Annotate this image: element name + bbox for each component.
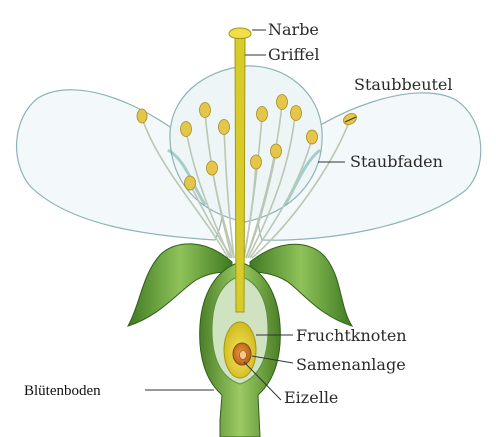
anther xyxy=(137,109,147,123)
label-samenanlage: Samenanlage xyxy=(296,355,406,374)
label-griffel: Griffel xyxy=(268,45,320,64)
label-bluetenboden: Blütenboden xyxy=(24,383,101,399)
label-staubfaden: Staubfaden xyxy=(350,152,443,171)
anther xyxy=(307,130,318,144)
anther xyxy=(200,103,211,118)
anther xyxy=(271,144,282,158)
label-staubbeutel: Staubbeutel xyxy=(354,75,453,94)
anther xyxy=(219,120,230,135)
anther xyxy=(291,106,302,121)
anther xyxy=(181,122,192,137)
anther xyxy=(277,95,288,110)
label-narbe: Narbe xyxy=(268,20,319,39)
anther xyxy=(207,161,218,175)
anther xyxy=(185,176,196,190)
label-eizelle: Eizelle xyxy=(284,388,338,407)
egg-cell xyxy=(240,351,247,360)
stigma xyxy=(229,28,251,39)
anther xyxy=(251,155,262,169)
style xyxy=(235,38,245,312)
label-fruchtknoten: Fruchtknoten xyxy=(296,326,407,345)
anther xyxy=(257,107,268,122)
